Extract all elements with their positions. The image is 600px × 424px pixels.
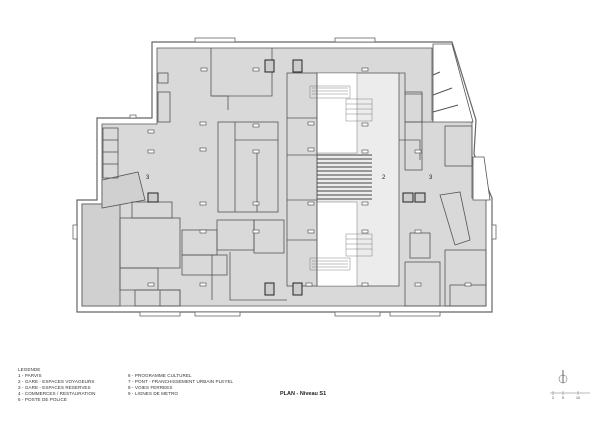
east-wing bbox=[432, 43, 474, 123]
area-label: 2 bbox=[382, 175, 386, 181]
legend-item: 5 - POSTE DE POLICE bbox=[18, 397, 67, 402]
legend-item: 1 - PARVIS bbox=[18, 373, 42, 378]
wing-divider bbox=[432, 104, 459, 113]
facade-niches bbox=[72, 37, 497, 317]
stairs-south bbox=[309, 233, 373, 271]
scale-bar bbox=[550, 391, 590, 395]
stairs-north bbox=[309, 85, 373, 122]
lift-cores bbox=[147, 59, 426, 296]
area-label: 3 bbox=[146, 175, 150, 181]
legend-column-1: LEGENDE 1 - PARVIS 2 - GARE - ESPACES VO… bbox=[18, 367, 96, 403]
north-arrow-icon bbox=[558, 370, 568, 384]
floor-area bbox=[81, 47, 487, 307]
legend-item: 3 - GARE - ESPACES RESERVES bbox=[18, 385, 91, 390]
legend-item: 8 - VOIES FERREES bbox=[128, 385, 173, 390]
legend-item: 7 - PONT - FRANCHISSEMENT URBAIN PLEYEL bbox=[128, 379, 234, 384]
legend-item: 2 - GARE - ESPACES VOYAGEURS bbox=[18, 379, 95, 384]
central-escalators bbox=[317, 154, 372, 200]
legend-item: 9 - LIGNES DE METRO bbox=[128, 391, 178, 396]
columns bbox=[129, 67, 472, 287]
legend-item: 4 - COMMERCES / RESTAURATION bbox=[18, 391, 96, 396]
scale-label: 10 bbox=[576, 396, 580, 400]
east-wing-2 bbox=[472, 156, 491, 201]
scale-label: 2 bbox=[552, 396, 554, 400]
platform-void-north bbox=[316, 72, 358, 154]
wing-divider bbox=[432, 87, 453, 96]
legend-item: 6 - PROGRAMME CULTUREL bbox=[128, 373, 192, 378]
scale-label: 5 bbox=[562, 396, 564, 400]
area-label: 3 bbox=[429, 175, 433, 181]
wing-divider bbox=[432, 71, 441, 76]
legend-column-2: 6 - PROGRAMME CULTUREL 7 - PONT - FRANCH… bbox=[128, 373, 233, 397]
legend-heading: LEGENDE bbox=[18, 367, 41, 372]
plan-title: PLAN - Niveau S1 bbox=[280, 391, 327, 397]
